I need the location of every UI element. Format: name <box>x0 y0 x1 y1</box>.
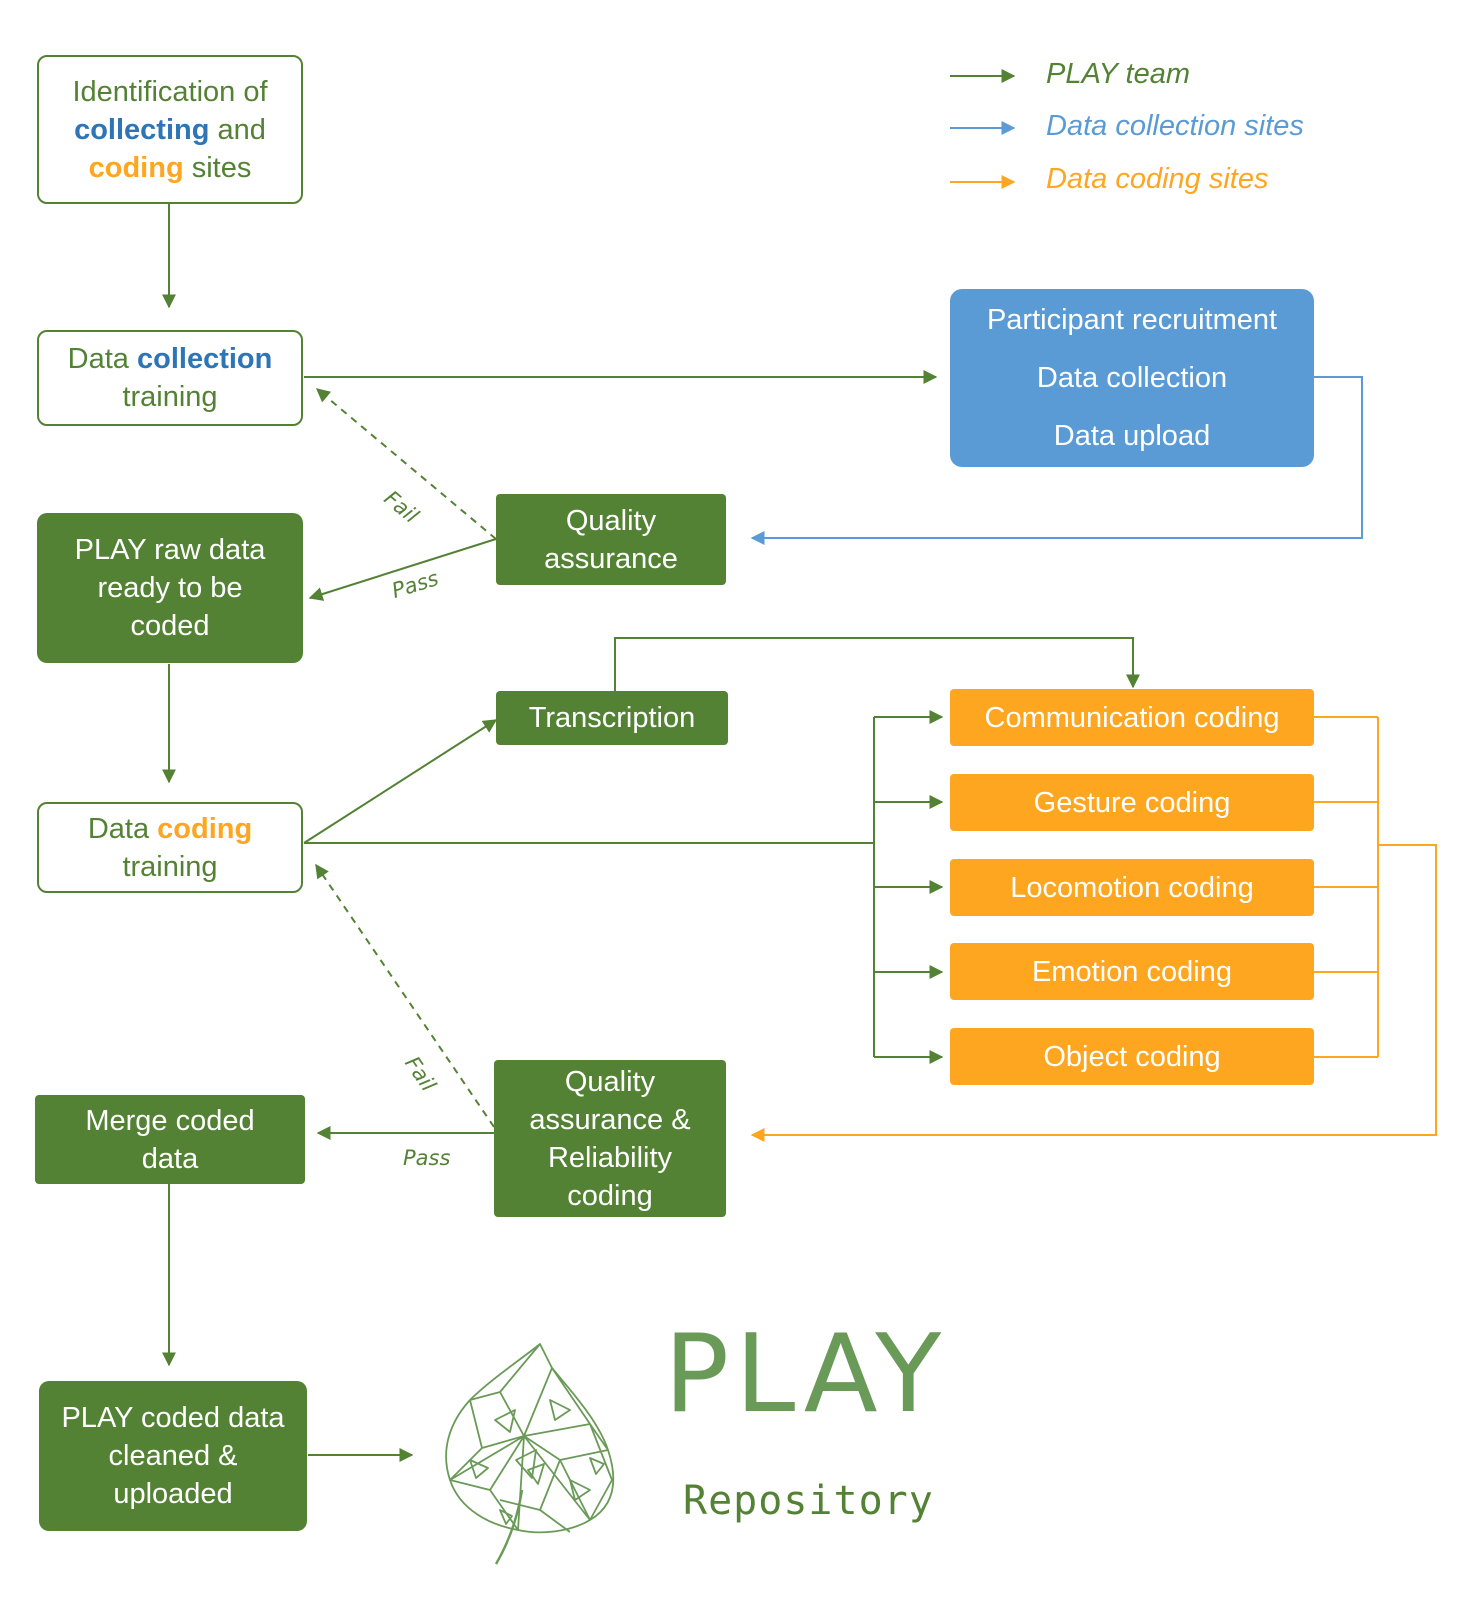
node-collection-training: Data collection training <box>37 330 303 426</box>
merge-line1: Merge coded <box>85 1104 255 1137</box>
qa-reliability-line1: Quality <box>564 1065 656 1098</box>
node-collection-block: Participant recruitment Data collection … <box>950 289 1314 467</box>
node-qa-reliability: Quality assurance & Reliability coding <box>494 1060 726 1217</box>
identification-line1: Identification of <box>72 75 268 108</box>
qa-line1: Quality <box>565 504 657 537</box>
collection-block-collection: Data collection <box>1036 362 1228 394</box>
communication-coding-label: Communication coding <box>984 701 1280 734</box>
merge-line2: data <box>141 1142 199 1175</box>
node-identification: Identification of collecting and coding … <box>37 55 303 204</box>
node-final: PLAY coded data cleaned & uploaded <box>39 1381 307 1531</box>
node-coding-training: Data coding training <box>37 802 303 893</box>
qa-reliability-line4: coding <box>567 1179 653 1212</box>
final-line3: uploaded <box>113 1478 233 1510</box>
collection-training-prefix: Data <box>67 343 137 375</box>
node-gesture-coding: Gesture coding <box>950 774 1314 831</box>
edge-coding-to-reliability <box>750 844 1437 1142</box>
repository-title: PLAY <box>664 1312 948 1437</box>
repository-subtitle: Repository <box>683 1478 934 1524</box>
edge-collection-to-qa <box>750 376 1363 545</box>
raw-data-line1: PLAY raw data <box>74 534 266 566</box>
raw-data-line2: ready to be <box>97 572 243 604</box>
coding-training-line2: training <box>122 850 218 883</box>
qa-reliability-line2: assurance & <box>529 1103 691 1136</box>
edge-training-to-transcription <box>303 719 498 844</box>
emotion-coding-label: Emotion coding <box>1032 955 1232 988</box>
raw-data-line3: coded <box>130 610 210 642</box>
play-leaf-logo <box>445 1343 615 1565</box>
final-line2: cleaned & <box>108 1440 238 1472</box>
collection-training-keyword: collection <box>136 343 273 375</box>
qa-reliability-line3: Reliability <box>547 1141 673 1174</box>
collection-block-upload: Data upload <box>1053 420 1211 452</box>
legend-label-coding-sites: Data coding sites <box>1046 163 1269 195</box>
node-raw-data: PLAY raw data ready to be coded <box>37 513 303 663</box>
collection-block-recruitment: Participant recruitment <box>986 304 1278 336</box>
node-locomotion-coding: Locomotion coding <box>950 859 1314 916</box>
identification-coding: coding <box>88 151 184 184</box>
collection-training-line2: training <box>122 381 218 413</box>
object-coding-label: Object coding <box>1043 1040 1221 1073</box>
identification-collecting: collecting <box>74 113 210 146</box>
node-emotion-coding: Emotion coding <box>950 943 1314 1000</box>
final-line1: PLAY coded data <box>61 1402 285 1434</box>
node-object-coding: Object coding <box>950 1028 1314 1085</box>
node-communication-coding: Communication coding <box>950 689 1314 746</box>
qa-line2: assurance <box>544 542 678 575</box>
edge-reliability-fail-to-training <box>315 863 495 1128</box>
identification-sites: sites <box>183 151 252 184</box>
label-pass-bottom: Pass <box>403 1146 451 1170</box>
edge-qa-pass-to-raw <box>308 538 497 601</box>
legend-label-play-team: PLAY team <box>1046 58 1191 90</box>
edge-transcription-to-communication <box>614 637 1140 691</box>
identification-and: and <box>209 113 266 146</box>
legend-label-collection-sites: Data collection sites <box>1046 110 1304 142</box>
node-merge: Merge coded data <box>35 1095 305 1184</box>
node-quality-assurance: Quality assurance <box>496 494 726 585</box>
node-transcription: Transcription <box>496 691 728 745</box>
transcription-label: Transcription <box>528 702 696 734</box>
locomotion-coding-label: Locomotion coding <box>1010 871 1254 904</box>
coding-training-keyword: coding <box>157 812 253 845</box>
coding-training-prefix: Data <box>87 812 158 845</box>
gesture-coding-label: Gesture coding <box>1033 786 1231 819</box>
